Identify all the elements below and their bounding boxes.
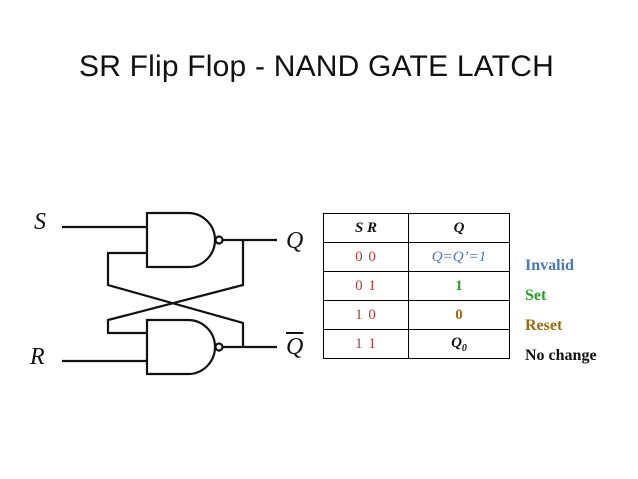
outcome-set: Set [525, 287, 547, 304]
header-inputs: S R [323, 213, 409, 243]
table-row: 1 1 Q0 [323, 329, 510, 359]
q-zero-main: Q [451, 334, 462, 351]
row-inputs: 1 0 [323, 300, 409, 330]
row-output: Q=Q’=1 [408, 242, 510, 272]
row-inputs: 0 1 [323, 271, 409, 301]
top-nand-gate [145, 211, 217, 269]
row-output: 1 [408, 271, 510, 301]
bottom-nand-gate [145, 318, 217, 376]
q-feedback-wire [106, 240, 245, 335]
row-output: 0 [408, 300, 510, 330]
page-title: SR Flip Flop - NAND GATE LATCH [79, 50, 554, 83]
table-row: 0 1 1 [323, 271, 510, 301]
bottom-nand-bubble [214, 342, 224, 352]
table-row: 0 0 Q=Q’=1 [323, 242, 510, 272]
row-inputs: 1 1 [323, 329, 409, 359]
table-row: 1 0 0 [323, 300, 510, 330]
header-output: Q [408, 213, 510, 243]
r-label: R [30, 344, 45, 370]
top-nand-bubble [214, 235, 224, 245]
outcome-no-change: No change [525, 347, 597, 364]
truth-table: S R Q 0 0 Q=Q’=1 0 1 1 1 0 0 1 1 Q0 [323, 213, 510, 359]
s-label: S [34, 209, 46, 235]
q-label: Q [286, 228, 304, 254]
table-header-row: S R Q [323, 213, 510, 243]
row-output: Q0 [408, 329, 510, 359]
row-inputs: 0 0 [323, 242, 409, 272]
qbar-feedback-wire [106, 251, 245, 347]
q-zero-sub: 0 [461, 342, 467, 354]
outcome-reset: Reset [525, 317, 563, 334]
q-bar-label: Q [286, 334, 304, 360]
outcome-invalid: Invalid [525, 257, 574, 274]
